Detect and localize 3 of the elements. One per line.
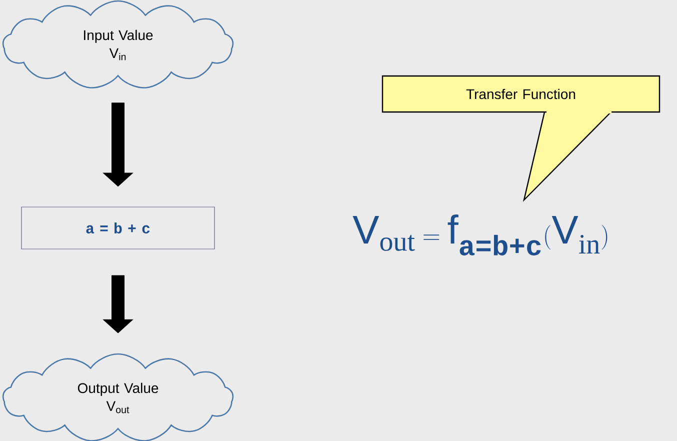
- formula: $\mathsf{V}_{\mathrm{out}} = \mathsf{f}_{\texttt{\textbf{a=b+c}}}(\mathsf{V}_{\mathrm{in}})$: [352, 214, 608, 256]
- code-box: a = b + c: [21, 206, 215, 250]
- callout-box: Transfer Function: [382, 75, 660, 202]
